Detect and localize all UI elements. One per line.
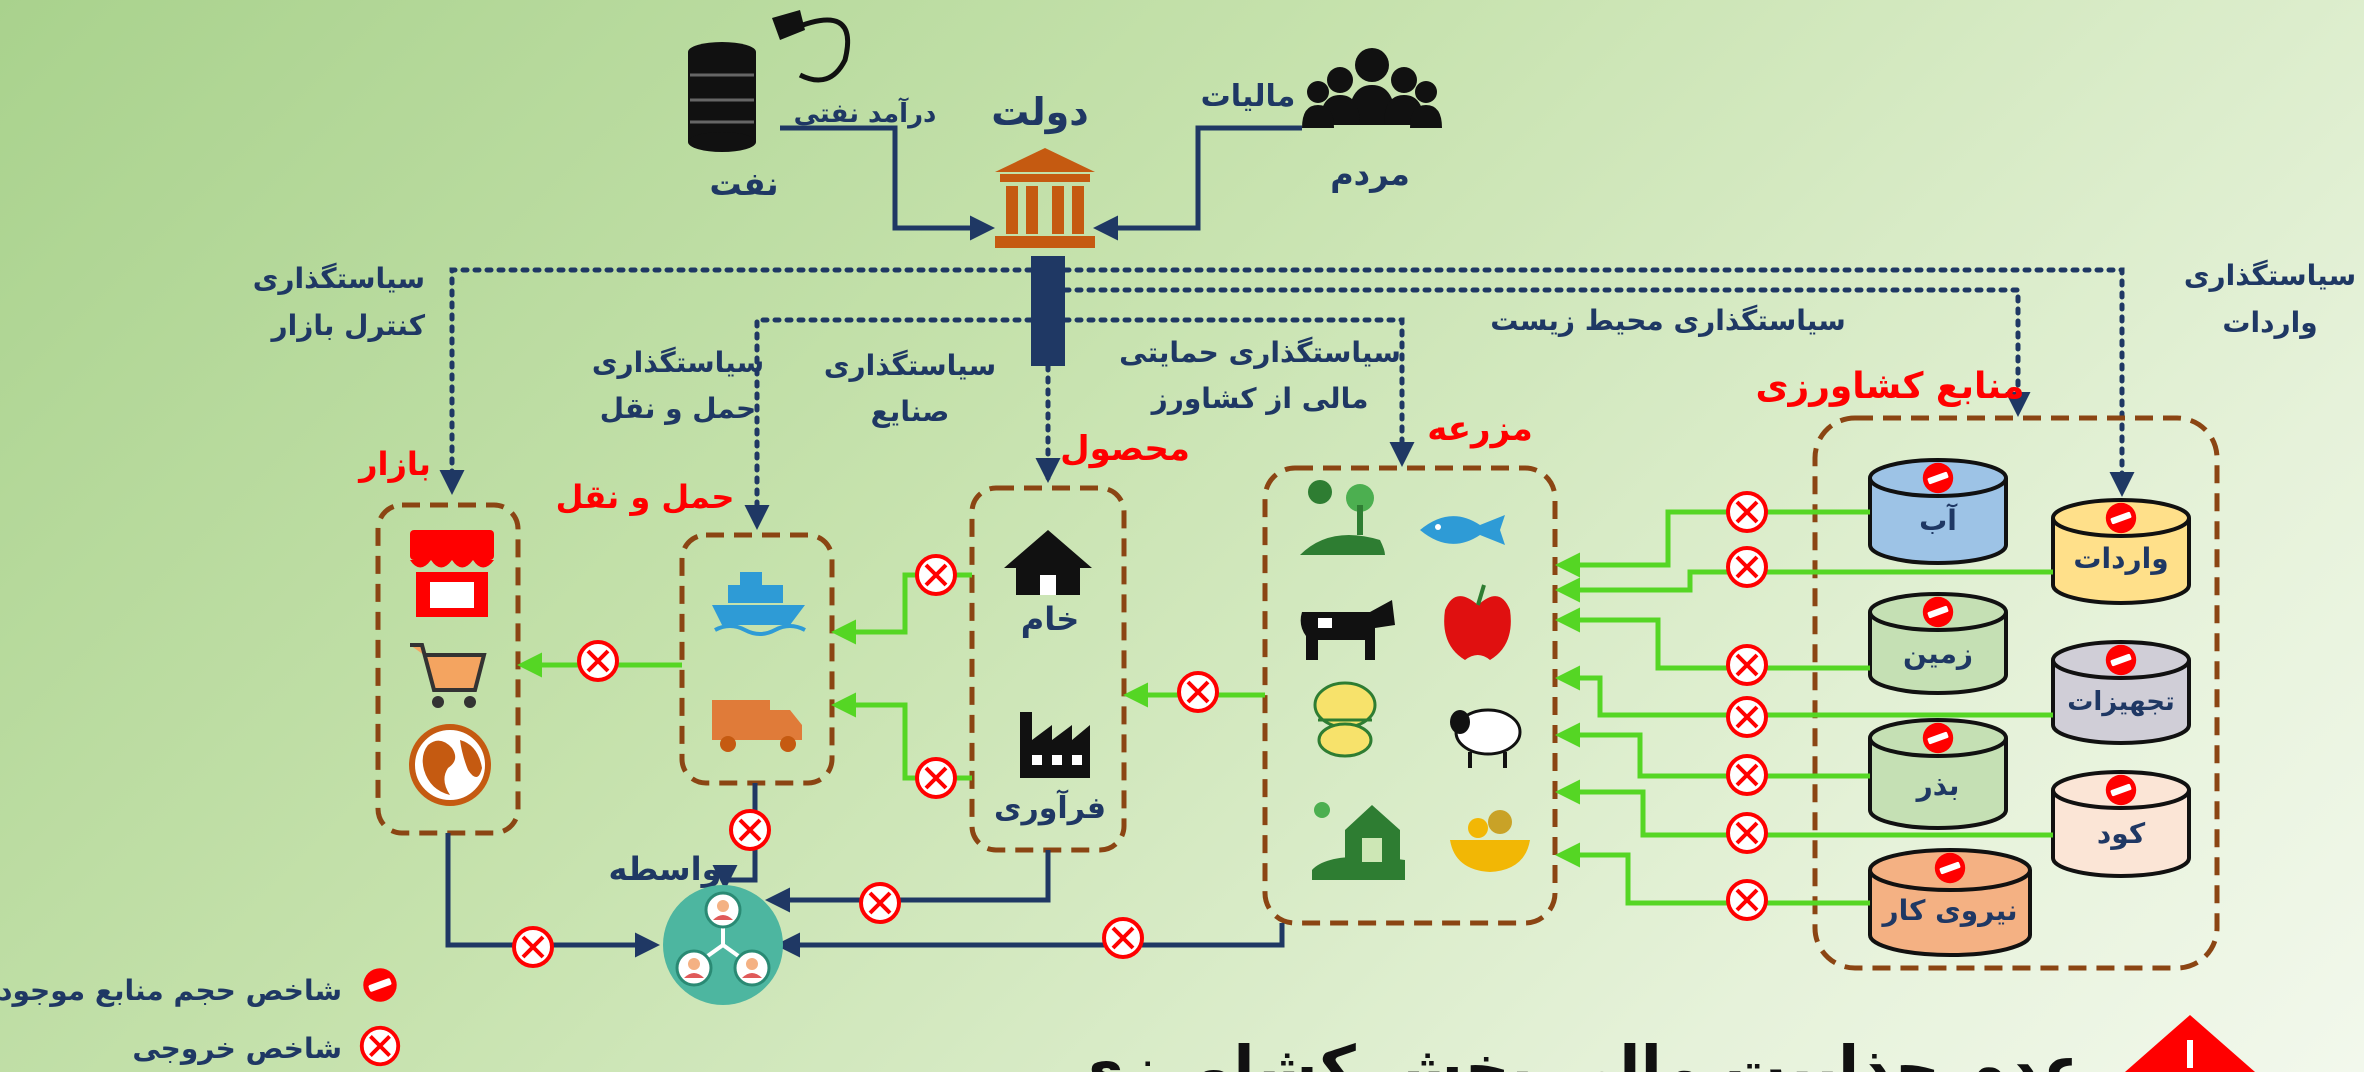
- resource-labor-label: نیروی کار: [1880, 894, 2017, 927]
- market-title: بازار: [357, 445, 431, 483]
- policy-environment: سیاستگذاری محیط زیست: [1490, 304, 1845, 337]
- policy-market-line1: سیاستگذاری: [253, 262, 425, 295]
- legend-resource-marker: [363, 968, 397, 1002]
- product-processed-label: فرآوری: [994, 789, 1106, 826]
- people-group-icon: [1302, 48, 1442, 128]
- legend-resource-label: شاخص حجم منابع موجود: [0, 974, 342, 1007]
- resource-equipment: تجهیزات: [2051, 640, 2191, 745]
- policy-industries-line2: صنایع: [871, 395, 950, 428]
- sheep-icon: [1450, 708, 1522, 768]
- fish-icon: [1420, 515, 1505, 545]
- resource-equipment-label: تجهیزات: [2067, 687, 2175, 717]
- taxes-label: مالیات: [1201, 79, 1296, 114]
- resource-water-label: آب: [1919, 503, 1958, 537]
- factory-icon: [1020, 712, 1090, 778]
- government-building-icon: [995, 148, 1095, 248]
- policy-imports-line2: واردات: [2222, 306, 2317, 339]
- globe-icon: [409, 724, 491, 806]
- intermediary-network-icon: [663, 885, 783, 1005]
- fruit-bowl-icon: [1450, 810, 1530, 872]
- house-icon: [1004, 530, 1092, 595]
- oil-barrel-icon: [688, 42, 756, 152]
- legend-output-marker: [359, 1025, 401, 1067]
- resource-land-label: زمین: [1903, 637, 1973, 670]
- resource-fertilizer: کود: [2051, 770, 2191, 878]
- people-label: مردم: [1330, 155, 1410, 193]
- resources-title: منابع کشاورزی: [1755, 366, 2024, 407]
- product-raw-label: خام: [1021, 600, 1080, 638]
- truck-icon: [712, 700, 802, 752]
- warning-icon: [2125, 1015, 2255, 1072]
- policy-farmer-line1: سیاستگذاری حمایتی: [1119, 336, 1401, 369]
- ship-icon: [712, 572, 806, 636]
- apple-icon: [1444, 584, 1511, 660]
- policy-transport-line2: حمل و نقل: [600, 392, 757, 425]
- resource-imports: واردات: [2051, 498, 2191, 605]
- legend-output-label: شاخص خروجی: [132, 1032, 342, 1065]
- resource-fertilizer-label: کود: [2097, 817, 2146, 850]
- resource-water: آب: [1868, 458, 2008, 565]
- product-title: محصول: [1060, 429, 1190, 469]
- resources-box: [1812, 415, 2220, 971]
- fuel-nozzle-icon: [772, 10, 851, 83]
- landscape-icon: [1300, 480, 1385, 555]
- government-title: دولت: [991, 90, 1089, 135]
- policy-market-line2: کنترل بازار: [270, 309, 426, 342]
- cow-icon: [1300, 600, 1395, 660]
- policy-industries-line1: سیاستگذاری: [824, 349, 996, 382]
- intermediary-title: واسطه: [609, 850, 722, 888]
- shopping-cart-icon: [410, 643, 487, 708]
- oil-revenue-label: درآمد نفتی: [794, 97, 937, 129]
- resource-land: زمین: [1868, 592, 2008, 695]
- oil-label: نفت: [710, 165, 779, 203]
- transport-title: حمل و نقل: [556, 478, 735, 516]
- policy-pillar: [1031, 256, 1065, 366]
- barn-icon: [1312, 802, 1405, 880]
- policy-transport-line1: سیاستگذاری: [592, 346, 764, 379]
- resource-imports-label: واردات: [2073, 542, 2168, 575]
- resource-seed-label: بذر: [1915, 769, 1960, 802]
- footer-title: عدم جذابیت مالی بخش کشاورزی: [1067, 1032, 2085, 1072]
- beehive-icon: [1313, 681, 1377, 758]
- farm-title: مزرعه: [1427, 409, 1533, 449]
- policy-imports-line1: سیاستگذاری: [2184, 259, 2356, 292]
- policy-farmer-line2: مالی از کشاورز: [1150, 382, 1369, 415]
- shop-icon: [410, 530, 494, 617]
